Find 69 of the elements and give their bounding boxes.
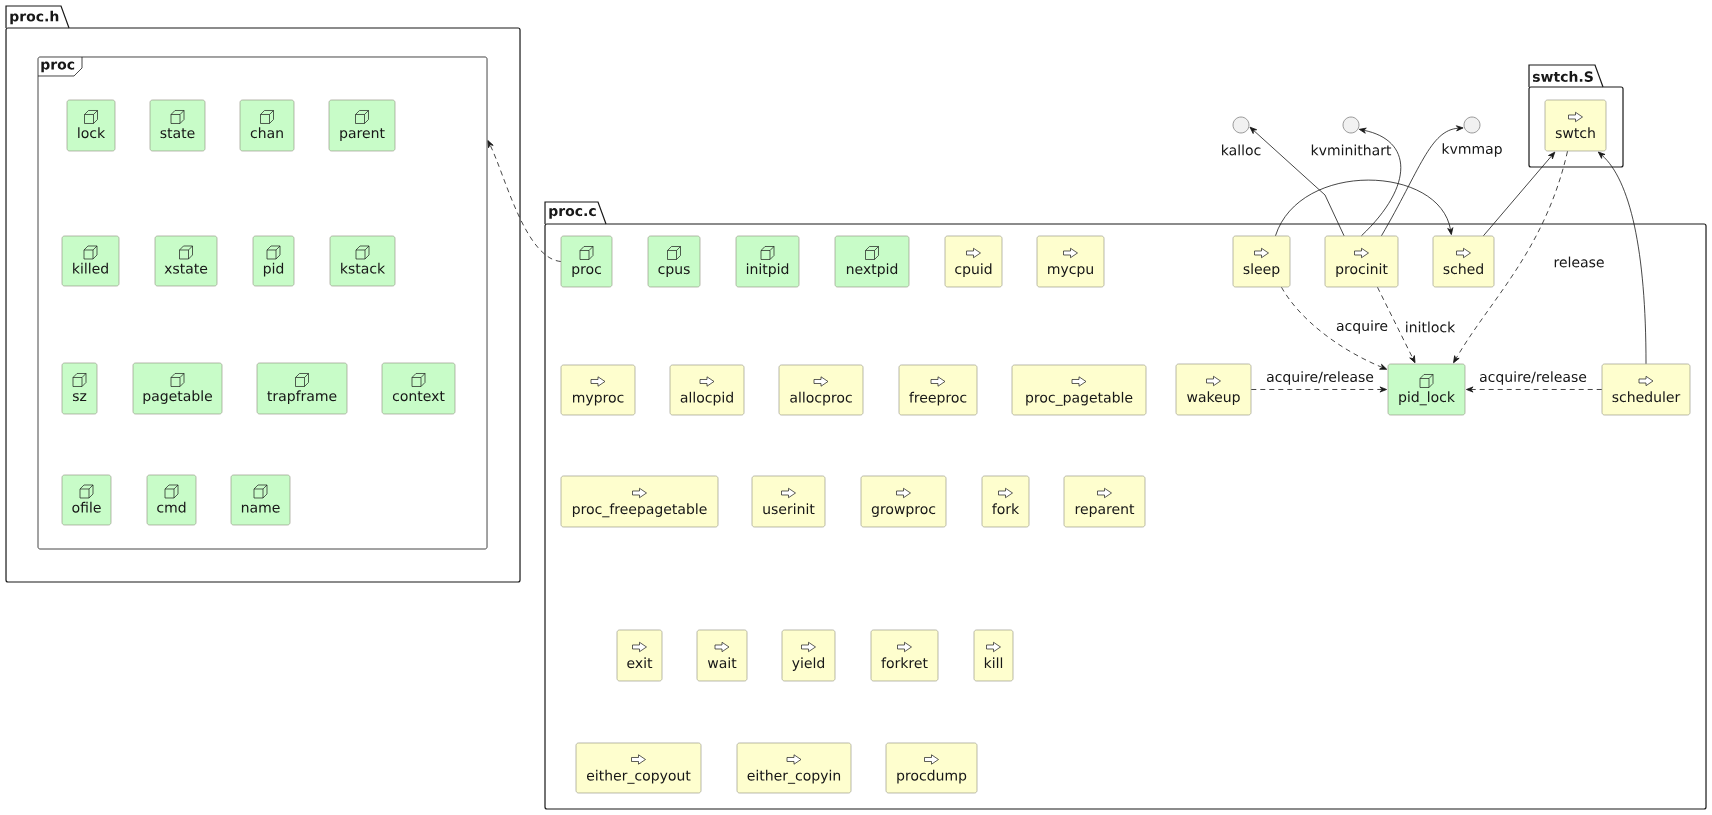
interface-label: kalloc: [1222, 144, 1261, 156]
arrow: [1483, 151, 1556, 237]
function-box: kill: [973, 629, 1014, 682]
edge-label: acquire: [1335, 319, 1389, 335]
field-box: context: [381, 362, 456, 415]
function-box: allocpid: [669, 364, 745, 416]
function-box: forkret: [870, 629, 939, 682]
function-box: cpuid: [944, 235, 1003, 288]
field-box: ofile: [61, 474, 112, 526]
field-box: pid_lock: [1387, 363, 1466, 416]
field-box: xstate: [154, 235, 218, 287]
arrow: [1381, 125, 1464, 237]
function-box: procinit: [1324, 235, 1399, 288]
field-box: cpus: [647, 235, 701, 288]
field-box: pagetable: [132, 362, 223, 415]
arrow: [1597, 151, 1647, 365]
field-box: cmd: [146, 474, 197, 526]
dashed-arrow: [1466, 386, 1603, 393]
function-box: reparent: [1063, 475, 1146, 528]
field-box: trapframe: [256, 362, 348, 415]
function-box: proc_pagetable: [1011, 364, 1147, 416]
function-box: growproc: [860, 475, 947, 528]
function-box: wakeup: [1175, 363, 1252, 416]
function-box: userinit: [751, 475, 826, 528]
function-box: allocproc: [778, 364, 864, 416]
dashed-arrow: [1377, 286, 1416, 364]
field-box: sz: [61, 362, 98, 415]
edge-label: acquire/release: [1265, 370, 1375, 386]
field-box: nextpid: [834, 235, 910, 288]
field-box: state: [149, 99, 206, 152]
function-box: yield: [781, 629, 836, 682]
function-box: sched: [1432, 235, 1495, 288]
function-box: mycpu: [1036, 235, 1105, 288]
function-box: either_copyout: [575, 742, 702, 794]
function-box: scheduler: [1601, 363, 1691, 416]
function-box: swtch: [1544, 99, 1607, 152]
function-box: procdump: [885, 742, 978, 794]
edge-label: acquire/release: [1478, 370, 1588, 386]
function-box: wait: [696, 629, 748, 682]
edge-label: initlock: [1403, 320, 1457, 334]
dashed-arrow: [1281, 286, 1388, 370]
function-box: exit: [616, 629, 663, 682]
node-label: proc.h: [10, 10, 59, 25]
edge-label: release: [1552, 255, 1606, 269]
field-box: lock: [66, 99, 116, 152]
interface-label: kvminithart: [1311, 144, 1392, 156]
field-box: proc: [560, 235, 613, 288]
function-box: myproc: [560, 364, 636, 416]
function-box: freeproc: [898, 364, 978, 416]
arrow: [1275, 179, 1454, 237]
node-label: swtch.S: [1532, 71, 1593, 82]
field-box: chan: [239, 99, 295, 152]
arrow: [1249, 126, 1345, 237]
function-box: proc_freepagetable: [560, 475, 719, 528]
dashed-arrow: [1453, 150, 1568, 364]
field-box: parent: [328, 99, 396, 152]
dashed-arrow: [1250, 386, 1387, 393]
function-box: sleep: [1232, 235, 1291, 288]
field-box: kstack: [329, 235, 396, 287]
function-box: either_copyin: [736, 742, 852, 794]
arrow: [1358, 127, 1402, 237]
field-box: initpid: [735, 235, 800, 288]
field-box: killed: [61, 235, 120, 287]
node-label: proc.c: [549, 208, 596, 219]
field-box: pid: [252, 235, 295, 287]
dashed-arrow: [487, 140, 562, 262]
interface-label: kvmmap: [1442, 143, 1502, 157]
function-box: fork: [981, 475, 1030, 528]
field-box: name: [230, 474, 291, 526]
